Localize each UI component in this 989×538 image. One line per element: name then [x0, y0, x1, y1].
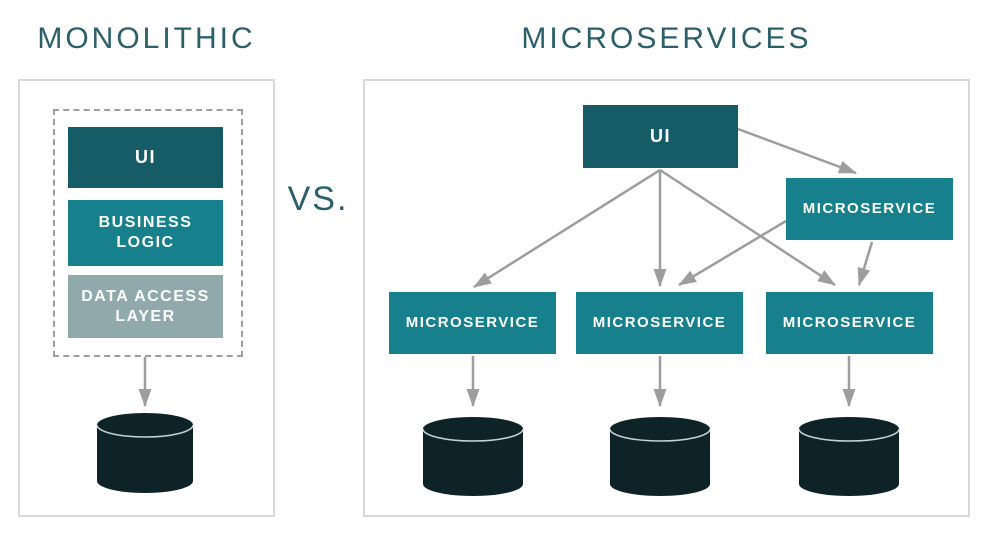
arrow-microservice-top-to-microservice-2: [678, 219, 787, 287]
database-icon-2: [609, 417, 711, 496]
database-icon-3: [798, 417, 900, 496]
arrow-microservice-top-to-microservice-3: [857, 241, 874, 286]
monolith-container-box: [53, 109, 243, 357]
microservice-node-3: MICROSERVICE: [766, 292, 933, 354]
microservice-node-2: MICROSERVICE: [576, 292, 743, 354]
database-icon-1: [422, 417, 524, 496]
arrow-ui-to-microservice-1: [473, 168, 661, 289]
arrow-ui-to-microservice-top: [737, 127, 857, 175]
database-icon-monolith: [96, 413, 194, 493]
monolith-business-logic-layer: BUSINESS LOGIC: [68, 200, 223, 266]
microservices-ui-node: UI: [583, 105, 738, 168]
monolith-data-access-layer: DATA ACCESS LAYER: [68, 275, 223, 338]
microservice-node-1: MICROSERVICE: [389, 292, 556, 354]
microservices-title: MICROSERVICES: [521, 22, 812, 55]
monolith-ui-layer: UI: [68, 127, 223, 188]
vs-label: VS.: [287, 180, 349, 218]
arrow-ui-to-microservice-3: [659, 168, 836, 287]
microservice-top-node: MICROSERVICE: [786, 178, 953, 240]
monolithic-title: MONOLITHIC: [37, 22, 256, 55]
